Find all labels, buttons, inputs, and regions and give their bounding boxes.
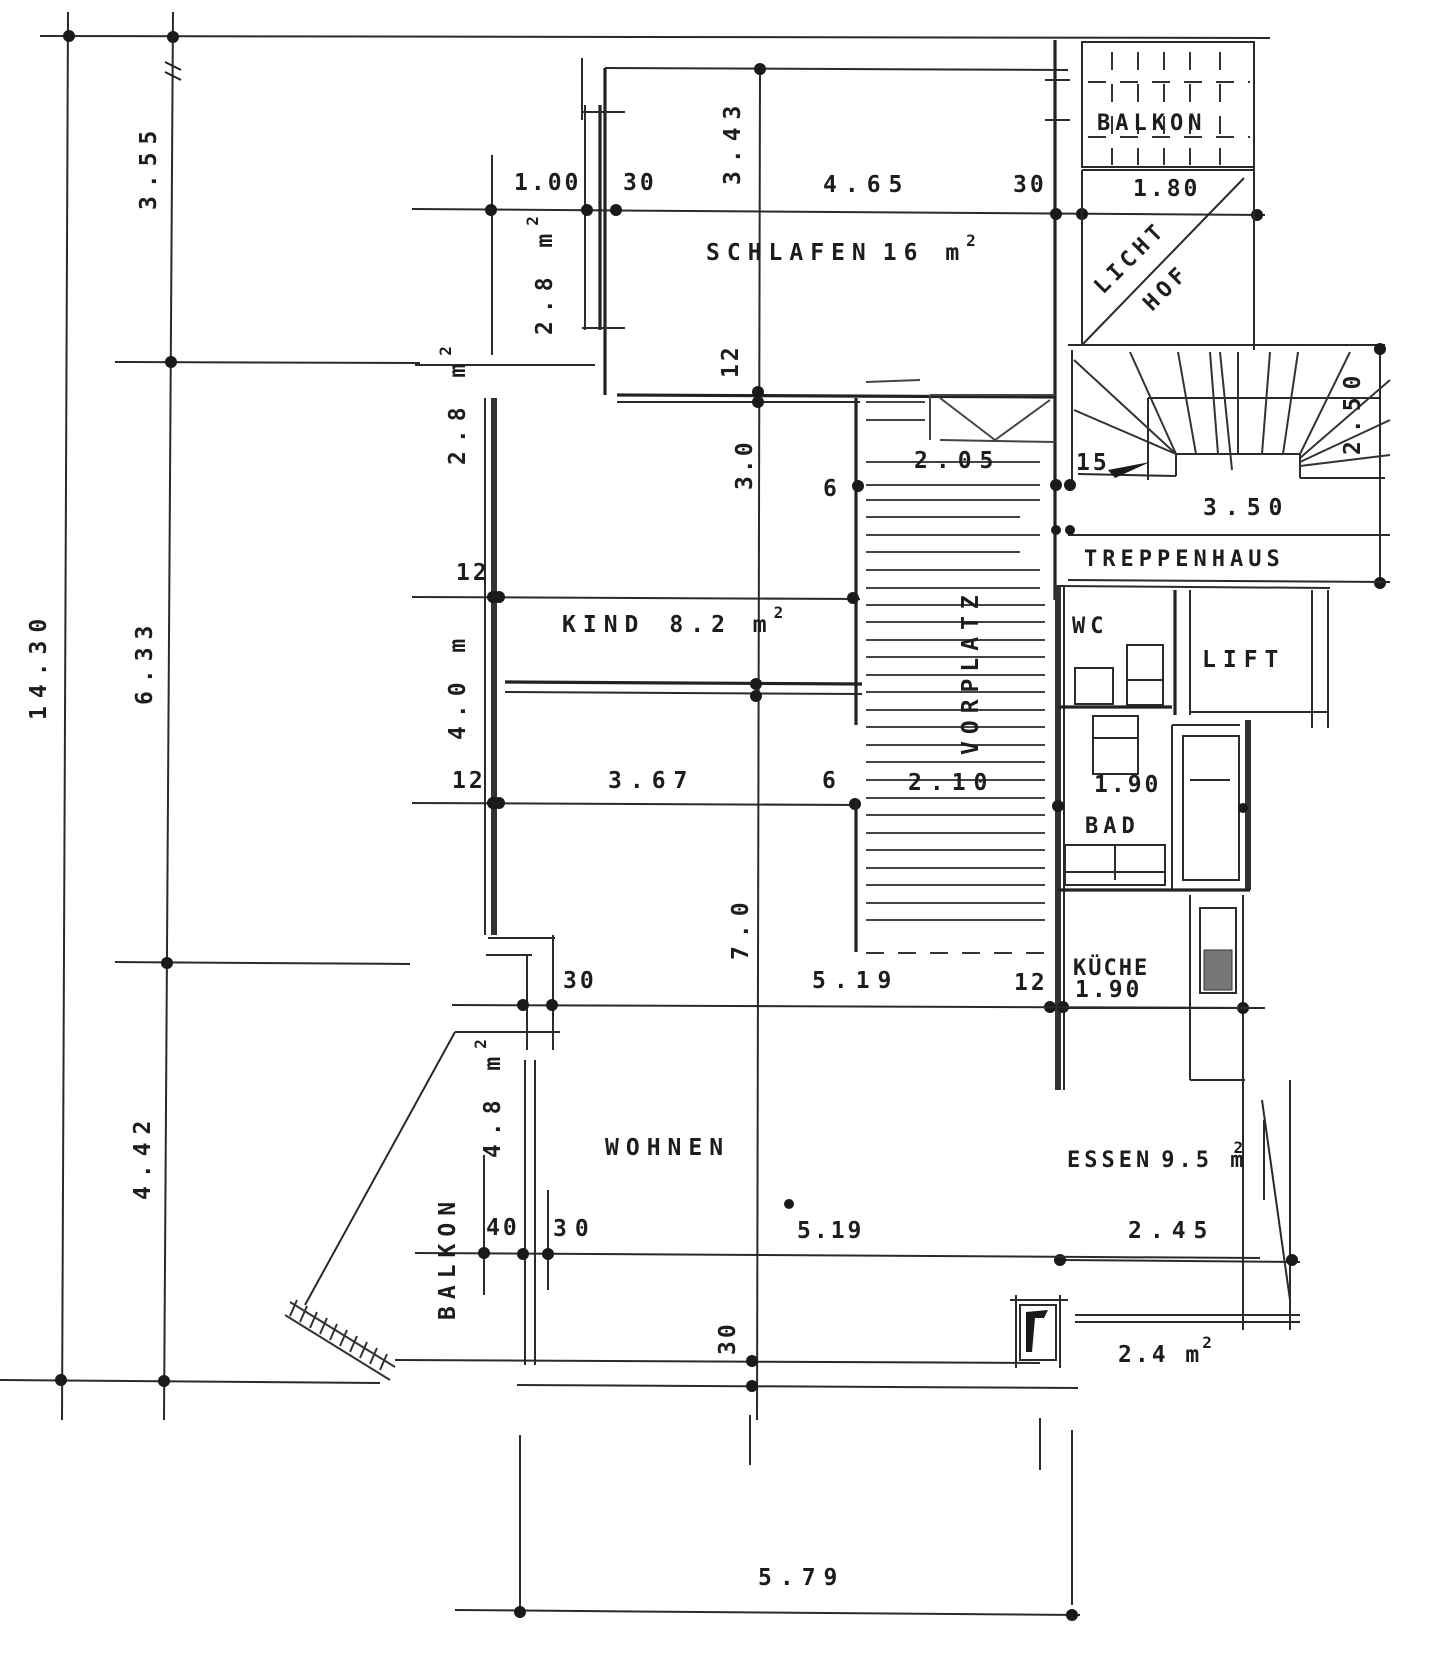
balkon-top-area: [1081, 41, 1255, 350]
dim-wohnen-width-mid: 5.19: [812, 968, 899, 994]
room-label-hof: HOF: [1139, 260, 1195, 316]
dim-wall-30-d: 30: [553, 1216, 597, 1242]
room-label-wohnen: WOHNEN: [605, 1135, 730, 1161]
dim-vorplatz-width: 2.10: [908, 770, 995, 796]
service-core-walls: [1044, 585, 1331, 1330]
vorplatz-hatching: [865, 379, 1056, 921]
room-label-vorplatz: VORPLATZ: [958, 588, 984, 755]
wohnen-room-walls: [284, 935, 1300, 1621]
dim-overall-width-bottom: 5.79: [758, 1565, 845, 1591]
dim-treppenhaus-width: 3.50: [1203, 495, 1290, 521]
kind-room-walls: [411, 398, 864, 952]
storage-bottom-area: 2.4 m2: [1118, 1333, 1215, 1368]
room-label-wc: WC: [1072, 614, 1109, 639]
dim-overall-height: 14.30: [26, 611, 52, 720]
dim-kind-height: 3.0: [732, 439, 758, 490]
kind-strip-area: 4.0 m: [445, 631, 471, 740]
dim-wall-6-a: 6: [823, 476, 840, 502]
balkon-left-area: 4.8 m2: [471, 1031, 506, 1158]
sanitary-fixtures: [1064, 644, 1166, 886]
closet-mid-area: 2.8 m2: [436, 338, 471, 465]
dim-closet-width: 1.00: [514, 170, 581, 196]
dim-wall-30-b: 30: [1013, 172, 1047, 198]
dim-lichthof-width: 1.80: [1133, 176, 1200, 202]
closet-top-area: 2.8 m2: [523, 208, 558, 335]
dim-wall-12-kind-a: 12: [456, 560, 490, 586]
dim-kind-width: 3.67: [608, 768, 695, 794]
dim-wall-40: 40: [486, 1215, 520, 1241]
dim-schlafen-height: 3.43: [720, 98, 746, 185]
dim-wohnen-height: 7.0: [728, 894, 754, 960]
dim-stair-step: 15: [1076, 450, 1110, 476]
dim-kueche-width: 1.90: [1075, 977, 1142, 1003]
room-label-bad: BAD: [1085, 814, 1140, 839]
schlafen-room-walls: [411, 40, 1266, 1421]
dim-wall-12-kind-b: 12: [452, 768, 486, 794]
room-label-lift: LIFT: [1202, 647, 1285, 673]
dim-treppenhaus-depth: 2.50: [1340, 368, 1366, 455]
dim-wall-30-e: 30: [715, 1321, 741, 1355]
dim-wall-12-top: 12: [718, 344, 744, 378]
treppenhaus-stairs: [1050, 343, 1391, 589]
dim-wall-6-b: 6: [822, 768, 839, 794]
dim-segment-top: 3.55: [136, 123, 162, 210]
dim-schlafen-width: 4.65: [823, 172, 910, 198]
dim-segment-mid: 6.33: [132, 618, 158, 705]
room-label-balkon-left: BALKON: [435, 1195, 461, 1320]
dim-wohnen-width-low: 5.19: [797, 1218, 864, 1244]
dim-wall-30-c: 30: [563, 968, 597, 994]
dim-wall-30-a: 30: [623, 170, 657, 196]
room-label-balkon-top: BALKON: [1097, 111, 1206, 136]
dim-wall-12-c: 12: [1014, 970, 1048, 996]
room-label-kueche: KÜCHE: [1073, 955, 1149, 981]
dim-bad-width: 1.90: [1094, 772, 1161, 798]
dim-segment-bottom: 4.42: [130, 1113, 156, 1200]
dim-vorplatz-top: 2.05: [914, 448, 1001, 474]
left-dimension-chains: [0, 11, 1271, 1421]
dim-essen-width: 2.45: [1128, 1218, 1215, 1244]
room-label-treppenhaus: TREPPENHAUS: [1084, 547, 1285, 572]
